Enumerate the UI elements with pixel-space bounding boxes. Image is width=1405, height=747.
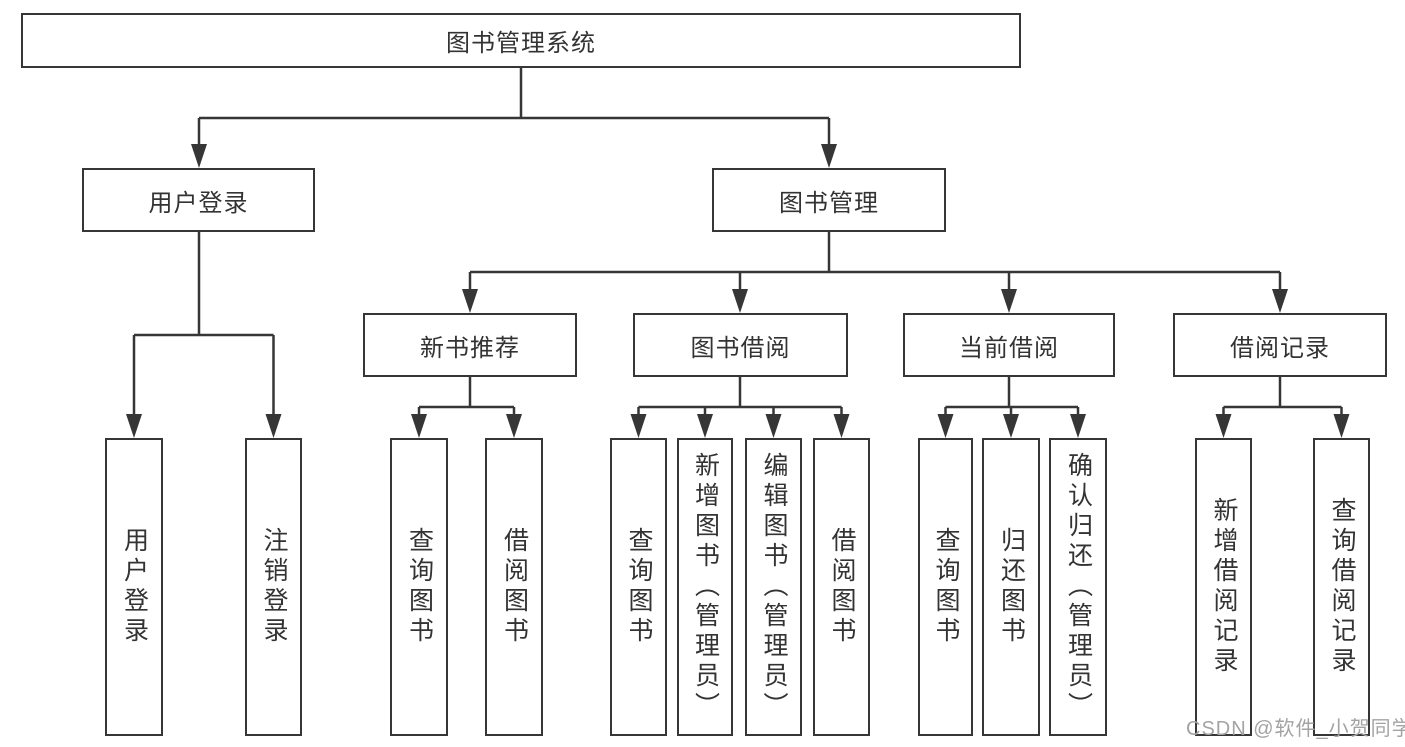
leaf-borrow-books: 借阅图书 [813,438,870,736]
leaf-query-books-current-label: 查询图书 [932,527,960,647]
leaf-edit-book-admin-label: 编辑图书（管理员） [760,452,788,722]
leaf-query-books-recommend: 查询图书 [390,438,448,736]
node-new-book-recommend: 新书推荐 [363,313,577,377]
arrowhead-icon [1003,414,1019,438]
leaf-confirm-return-admin: 确认归还（管理员） [1049,438,1107,736]
arrowhead-icon [937,414,954,438]
leaf-edit-book-admin: 编辑图书（管理员） [745,438,802,736]
arrowhead-icon [833,414,850,438]
arrowhead-icon [411,414,427,438]
node-book-management: 图书管理 [712,168,946,232]
leaf-add-borrow-record: 新增借阅记录 [1195,438,1252,736]
arrowhead-icon [765,414,782,438]
leaf-logout-label: 注销登录 [260,527,288,647]
leaf-confirm-return-admin-label: 确认归还（管理员） [1064,452,1093,722]
node-user-login-label: 用户登录 [148,189,249,217]
leaf-logout: 注销登录 [245,438,302,736]
leaf-query-books-recommend-label: 查询图书 [405,527,434,647]
leaf-add-book-admin: 新增图书（管理员） [677,438,733,736]
leaf-query-books-borrow: 查询图书 [610,438,667,736]
arrowhead-icon [506,414,522,438]
leaf-query-borrow-record: 查询借阅记录 [1313,438,1370,736]
leaf-user-login: 用户登录 [105,438,163,736]
arrowhead-icon [630,414,647,438]
arrowhead-icon [191,144,207,168]
leaf-borrow-books-recommend: 借阅图书 [485,438,543,736]
arrowhead-icon [697,414,713,438]
arrowhead-icon [126,414,142,438]
leaf-return-book: 归还图书 [982,438,1040,736]
arrowhead-icon [1070,414,1086,438]
leaf-borrow-books-recommend-label: 借阅图书 [500,527,529,647]
node-borrow-records: 借阅记录 [1173,313,1387,377]
node-current-borrow: 当前借阅 [903,313,1115,377]
leaf-query-borrow-record-label: 查询借阅记录 [1328,497,1356,677]
arrowhead-icon [1001,289,1017,313]
arrowheads [126,144,1350,438]
node-current-borrow-label: 当前借阅 [959,334,1059,362]
leaf-add-borrow-record-label: 新增借阅记录 [1210,497,1238,677]
leaf-query-books-current: 查询图书 [918,438,973,736]
leaf-add-book-admin-label: 新增图书（管理员） [691,452,720,722]
node-root-label: 图书管理系统 [446,30,596,57]
node-borrow-records-label: 借阅记录 [1230,334,1330,362]
leaf-borrow-books-label: 借阅图书 [828,527,856,647]
arrowhead-icon [462,289,478,313]
arrowhead-icon [265,414,282,438]
arrowhead-icon [1215,414,1232,438]
leaf-query-books-borrow-label: 查询图书 [625,527,653,647]
watermark: CSDN @软件_小贺同学 [1186,718,1405,740]
leaf-return-book-label: 归还图书 [997,527,1026,647]
arrowhead-icon [732,289,748,313]
node-book-borrow-label: 图书借阅 [690,334,791,362]
node-book-management-label: 图书管理 [779,189,879,217]
arrowhead-icon [1333,414,1350,438]
node-root: 图书管理系统 [21,13,1021,68]
arrowhead-icon [1272,289,1288,313]
arrowhead-icon [821,144,837,168]
leaf-user-login-label: 用户登录 [120,527,149,647]
node-user-login: 用户登录 [82,168,315,232]
node-book-borrow: 图书借阅 [633,313,848,377]
node-new-book-recommend-label: 新书推荐 [420,334,520,362]
